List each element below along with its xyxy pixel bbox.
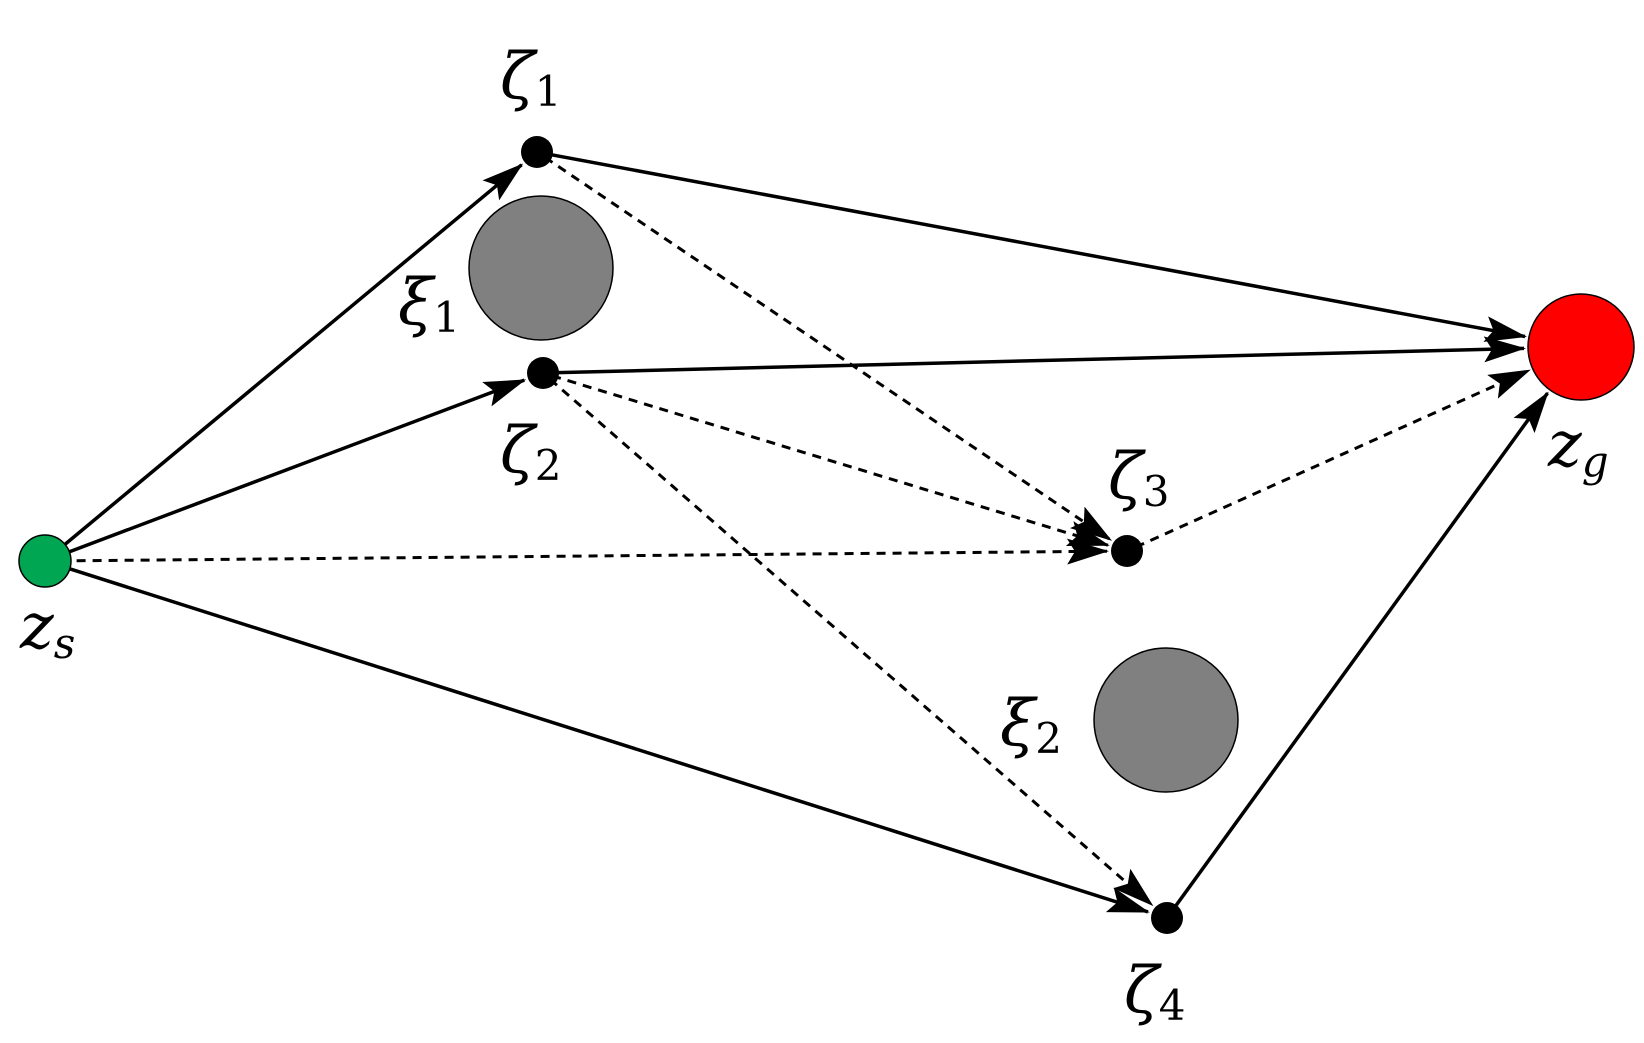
edge-zeta2-to-zeta3 <box>551 374 1110 547</box>
edge-start-to-zeta3 <box>60 538 1109 565</box>
waypoint-zeta3 <box>1111 535 1143 567</box>
waypoint-zeta1 <box>521 136 553 168</box>
goal-node <box>1527 293 1635 401</box>
edges-layer <box>55 152 1549 914</box>
label-start: zs <box>19 590 75 668</box>
label-zeta2: ζ2 <box>500 414 561 490</box>
label-xi2: ξ2 <box>1000 687 1062 763</box>
edge-start-to-zeta2 <box>58 378 527 558</box>
edge-start-to-zeta1 <box>55 163 524 553</box>
edge-start-to-zeta4 <box>59 564 1150 914</box>
start-node <box>18 534 72 588</box>
edge-zeta3-to-goal <box>1135 369 1531 549</box>
edge-zeta1-to-zeta3 <box>544 156 1113 542</box>
edge-zeta2-to-zeta4 <box>549 378 1154 907</box>
edge-zeta4-to-goal <box>1171 391 1549 912</box>
obstacle-xi2 <box>1093 647 1239 793</box>
edge-zeta2-to-goal <box>552 336 1526 375</box>
label-zeta3: ζ3 <box>1108 440 1169 516</box>
label-zeta4: ζ4 <box>1124 954 1185 1030</box>
edge-zeta1-to-goal <box>546 152 1527 342</box>
label-goal: zg <box>1547 408 1609 486</box>
waypoint-zeta4 <box>1151 902 1183 934</box>
label-zeta1: ζ1 <box>500 40 561 116</box>
label-xi1: ξ1 <box>398 266 460 342</box>
obstacle-xi1 <box>468 195 614 341</box>
waypoint-zeta2 <box>527 357 559 389</box>
